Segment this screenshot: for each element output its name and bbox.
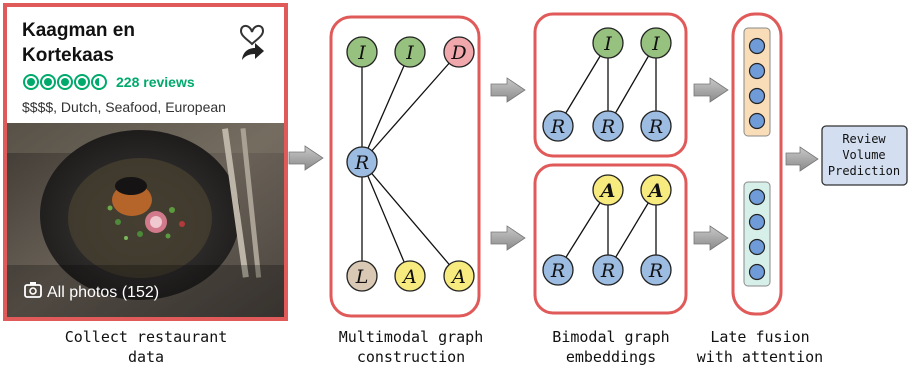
svg-text:D: D [450, 42, 466, 64]
svg-text:A: A [647, 180, 664, 202]
svg-text:A: A [450, 266, 466, 288]
restaurant-name-line1: Kaagman en [22, 20, 135, 41]
bimodal-bottom-node-r3: R [640, 254, 672, 286]
caption-multimodal-line2: construction [357, 348, 465, 366]
arrow-icon [693, 77, 729, 103]
svg-text:I: I [603, 33, 612, 55]
restaurant-name-line2: Kortekaas [22, 45, 114, 66]
caption-fusion-line1: Late fusion [710, 328, 809, 346]
caption-collect-line1: Collect restaurant [65, 328, 228, 346]
caption-collect-line2: data [128, 348, 164, 366]
arrow-icon [288, 145, 324, 171]
caption-fusion-line2: with attention [697, 348, 823, 366]
svg-text:I: I [651, 33, 660, 55]
caption-bimodal-line1: Bimodal graph [552, 328, 669, 346]
restaurant-photo[interactable]: All photos (152) [7, 123, 284, 317]
bimodal-bottom-node-r2: R [592, 254, 624, 286]
all-photos-link[interactable]: All photos (152) [47, 284, 159, 301]
bimodal-bottom-node-a1: A [592, 174, 624, 206]
restaurant-card[interactable]: Kaagman en Kortekaas 228 reviews $$$$, D… [3, 3, 288, 321]
svg-text:R: R [600, 116, 615, 138]
multimodal-node-a2: A [443, 260, 475, 292]
svg-text:R: R [550, 116, 565, 138]
arrow-icon [490, 225, 526, 251]
arrow-icon [785, 146, 819, 172]
output-line1: Review [842, 132, 886, 146]
late-fusion-panel [731, 12, 783, 316]
rating-bubbles [23, 74, 107, 90]
svg-text:R: R [648, 116, 663, 138]
multimodal-node-d: D [443, 36, 475, 68]
bimodal-top-node-r3: R [640, 110, 672, 142]
output-line2: Volume [842, 148, 885, 162]
multimodal-node-i2: I [394, 36, 426, 68]
svg-text:L: L [355, 266, 369, 288]
svg-text:R: R [648, 260, 663, 282]
camera-icon [24, 282, 42, 298]
multimodal-node-l: L [346, 260, 378, 292]
svg-text:I: I [357, 42, 366, 64]
caption-multimodal-line1: Multimodal graph [339, 328, 484, 346]
bimodal-graph-bottom-panel: A A R R R [533, 163, 688, 315]
svg-text:R: R [550, 260, 565, 282]
bimodal-top-node-i2: I [640, 27, 672, 59]
heart-outline-icon[interactable] [239, 24, 265, 46]
svg-text:R: R [354, 152, 369, 174]
bimodal-bottom-node-a2: A [640, 174, 672, 206]
arrow-icon [490, 77, 526, 103]
multimodal-node-i1: I [346, 36, 378, 68]
review-volume-prediction-box: Review Volume Prediction [821, 125, 908, 186]
svg-text:I: I [405, 42, 414, 64]
multimodal-graph-panel: I I D R L A A [329, 15, 481, 318]
svg-text:R: R [600, 260, 615, 282]
share-arrow-icon[interactable] [242, 43, 264, 60]
multimodal-node-a1: A [394, 260, 426, 292]
reviews-count-link[interactable]: 228 reviews [116, 74, 195, 90]
restaurant-details: $$$$, Dutch, Seafood, European [22, 99, 226, 115]
caption-bimodal-line2: embeddings [566, 348, 656, 366]
arrow-icon [693, 225, 729, 251]
svg-text:A: A [401, 266, 417, 288]
bimodal-top-node-r2: R [592, 110, 624, 142]
bimodal-graph-top-panel: I I R R R [533, 12, 688, 158]
bimodal-bottom-node-r1: R [542, 254, 574, 286]
multimodal-node-r: R [346, 146, 378, 178]
output-line3: Prediction [828, 164, 900, 178]
bimodal-top-node-r1: R [542, 110, 574, 142]
svg-text:A: A [599, 180, 616, 202]
bimodal-top-node-i1: I [592, 27, 624, 59]
